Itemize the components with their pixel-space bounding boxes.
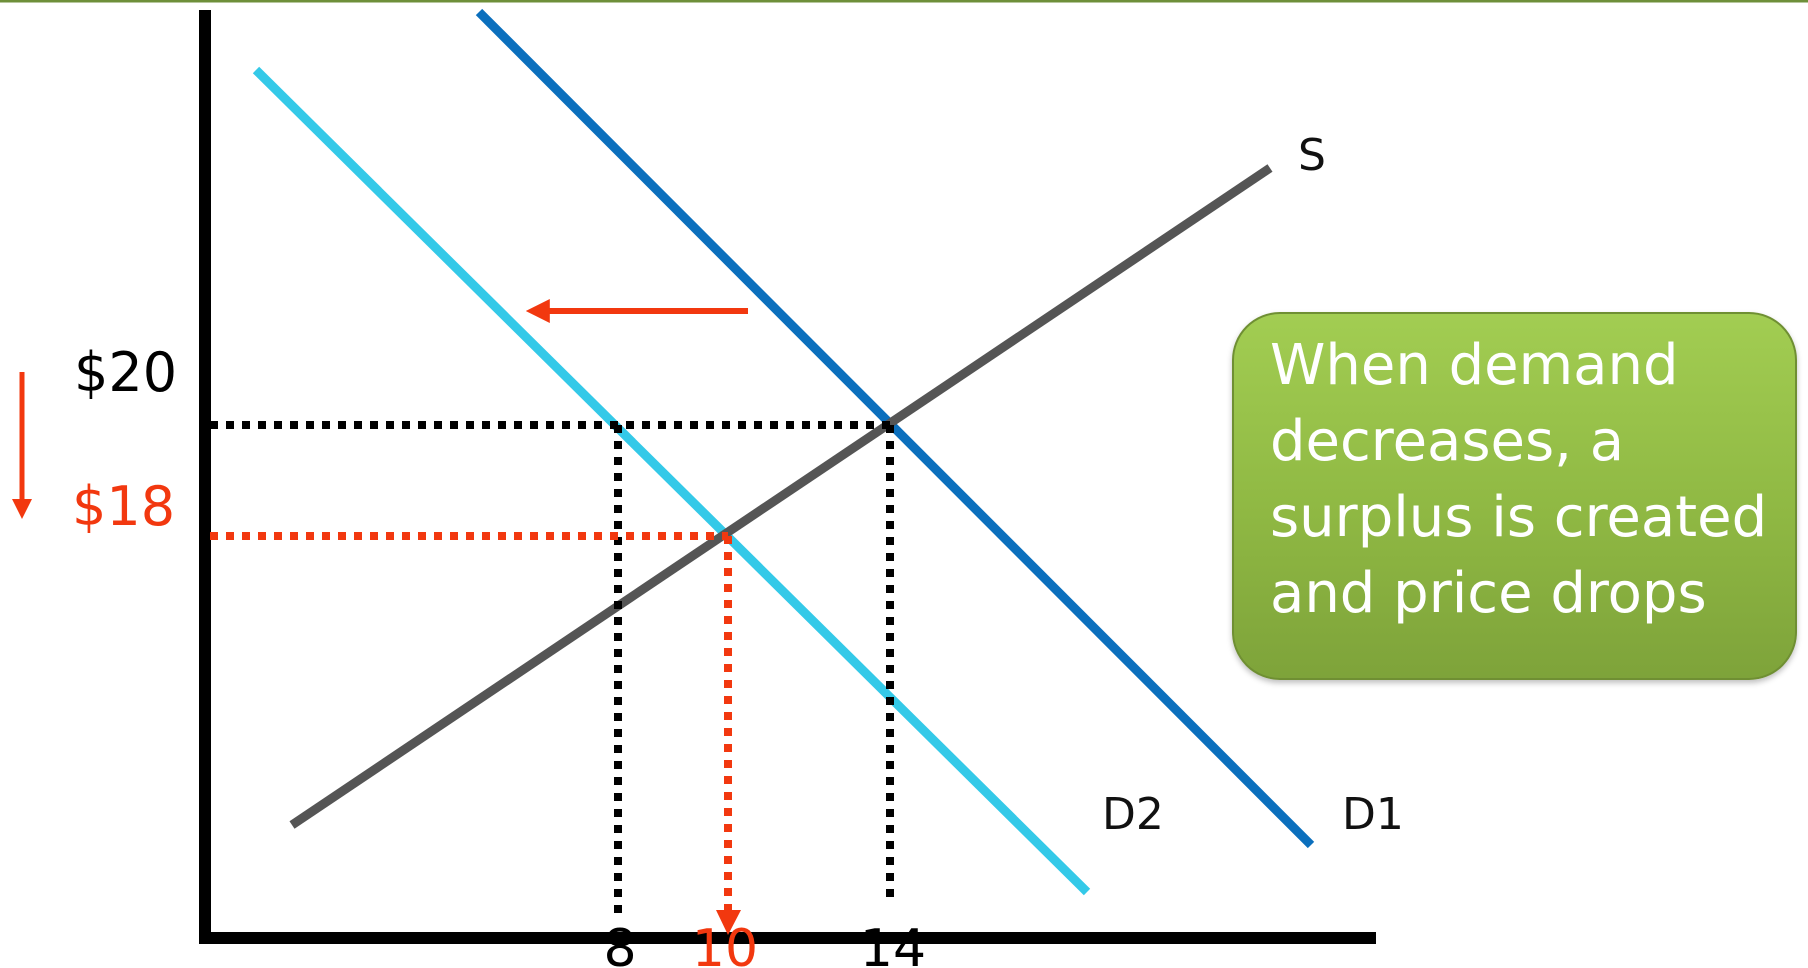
new-price-label: $18	[72, 475, 175, 538]
new-quantity-arrowhead	[716, 910, 741, 935]
supply-label: S	[1298, 130, 1326, 181]
demand-new-label: D2	[1102, 789, 1164, 840]
demand-curve-new	[252, 66, 1091, 896]
demand-curve-original	[475, 8, 1315, 849]
explanation-callout: When demand decreases, a surplus is crea…	[1232, 312, 1797, 680]
quantity-10-label: 10	[692, 919, 758, 968]
quantity-8-label: 8	[603, 919, 636, 968]
callout-line-4: and price drops	[1270, 561, 1707, 626]
demand-original-label: D1	[1342, 789, 1404, 840]
callout-line-2: decreases, a	[1270, 409, 1625, 474]
original-price-label: $20	[74, 341, 177, 404]
quantity-14-label: 14	[860, 919, 926, 968]
supply-curve	[289, 164, 1273, 829]
callout-line-3: surplus is created	[1270, 485, 1768, 550]
callout-line-1: When demand	[1270, 333, 1679, 398]
